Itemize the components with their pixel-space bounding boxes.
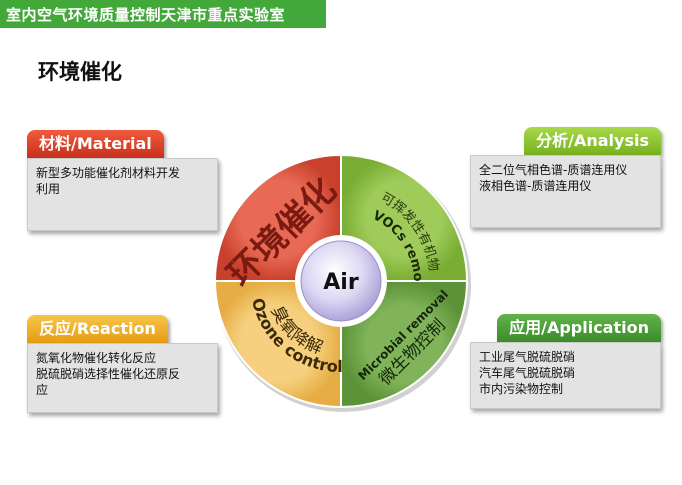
lab-name: 室内空气环境质量控制天津市重点实验室 [6,6,286,24]
card-analysis-body: 全二位气相色谱-质谱连用仪 液相色谱-质谱连用仪 [470,155,661,228]
card-material-tab: 材料/Material [27,130,164,158]
center-label: Air [323,270,359,295]
card-reaction-body: 氮氧化物催化转化反应 脱硫脱硝选择性催化还原反 应 [27,343,218,413]
card-application-line: 市内污染物控制 [479,382,564,396]
card-application-tab: 应用/Application [497,314,661,342]
card-reaction-tab: 反应/Reaction [27,315,168,343]
card-application-title-cn: 应用/ [509,318,547,337]
center-circle [300,240,382,322]
catalysis-wheel: 环境催化 可挥发性有机物去除 VOCs removal Ozone contro… [210,150,471,412]
card-application-line: 汽车尾气脱硫脱硝 [479,366,576,380]
card-application-line: 工业尾气脱硫脱硝 [479,350,576,364]
card-analysis-title-en: Analysis [573,131,649,150]
card-analysis-title-cn: 分析/ [536,131,574,150]
card-application-title-en: Application [546,318,649,337]
card-material-body: 新型多功能催化剂材料开发 利用 [27,158,218,231]
card-analysis-tab: 分析/Analysis [524,127,661,155]
card-reaction-line: 氮氧化物催化转化反应 [36,351,157,365]
card-material-title-en: Material [76,134,152,153]
card-application-body: 工业尾气脱硫脱硝 汽车尾气脱硫脱硝 市内污染物控制 [470,342,661,409]
card-material-line: 利用 [36,182,61,196]
header-bar: 室内空气环境质量控制天津市重点实验室 [0,0,326,28]
card-analysis-line: 全二位气相色谱-质谱连用仪 [479,163,628,177]
page-title: 环境催化 [38,60,122,84]
card-reaction-line: 应 [36,383,49,397]
card-reaction-title-en: Reaction [76,319,156,338]
card-analysis-line: 液相色谱-质谱连用仪 [479,179,592,193]
card-material-title-cn: 材料/ [39,134,77,153]
card-reaction-line: 脱硫脱硝选择性催化还原反 [36,367,181,381]
card-reaction-title-cn: 反应/ [39,319,77,338]
card-material-line: 新型多功能催化剂材料开发 [36,166,181,180]
